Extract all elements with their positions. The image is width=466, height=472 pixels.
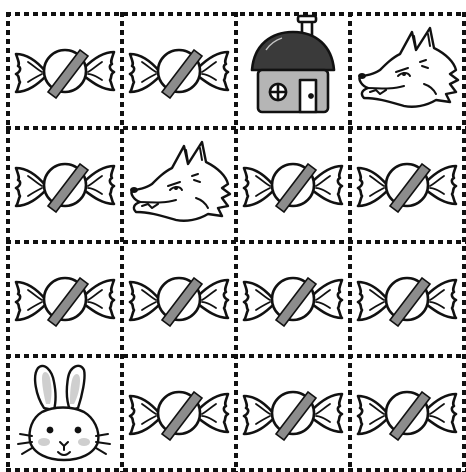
candy-icon [350, 242, 464, 356]
house-icon [236, 14, 350, 128]
grid-cell[interactable] [8, 242, 122, 356]
candy-icon [8, 128, 122, 242]
wolf-icon [350, 14, 464, 128]
grid-cell[interactable] [350, 128, 464, 242]
candy-icon [236, 242, 350, 356]
grid-cell[interactable] [8, 356, 122, 470]
game-board [0, 0, 466, 462]
candy-icon [8, 242, 122, 356]
grid-cell[interactable] [236, 14, 350, 128]
candy-icon [350, 356, 464, 470]
rabbit-icon [8, 356, 122, 470]
grid-cell[interactable] [8, 14, 122, 128]
grid-cell[interactable] [236, 242, 350, 356]
grid-cell[interactable] [236, 128, 350, 242]
grid-cell[interactable] [122, 14, 236, 128]
candy-icon [350, 128, 464, 242]
candy-icon [8, 14, 122, 128]
grid-cell[interactable] [122, 242, 236, 356]
grid-cell[interactable] [236, 356, 350, 470]
candy-icon [122, 242, 236, 356]
grid-cell[interactable] [122, 128, 236, 242]
candy-icon [236, 356, 350, 470]
grid-cell[interactable] [350, 356, 464, 470]
grid-cell[interactable] [8, 128, 122, 242]
grid-cell[interactable] [122, 356, 236, 470]
grid-cell[interactable] [350, 14, 464, 128]
candy-icon [122, 356, 236, 470]
wolf-icon [122, 128, 236, 242]
candy-icon [122, 14, 236, 128]
grid-cell[interactable] [350, 242, 464, 356]
candy-icon [236, 128, 350, 242]
